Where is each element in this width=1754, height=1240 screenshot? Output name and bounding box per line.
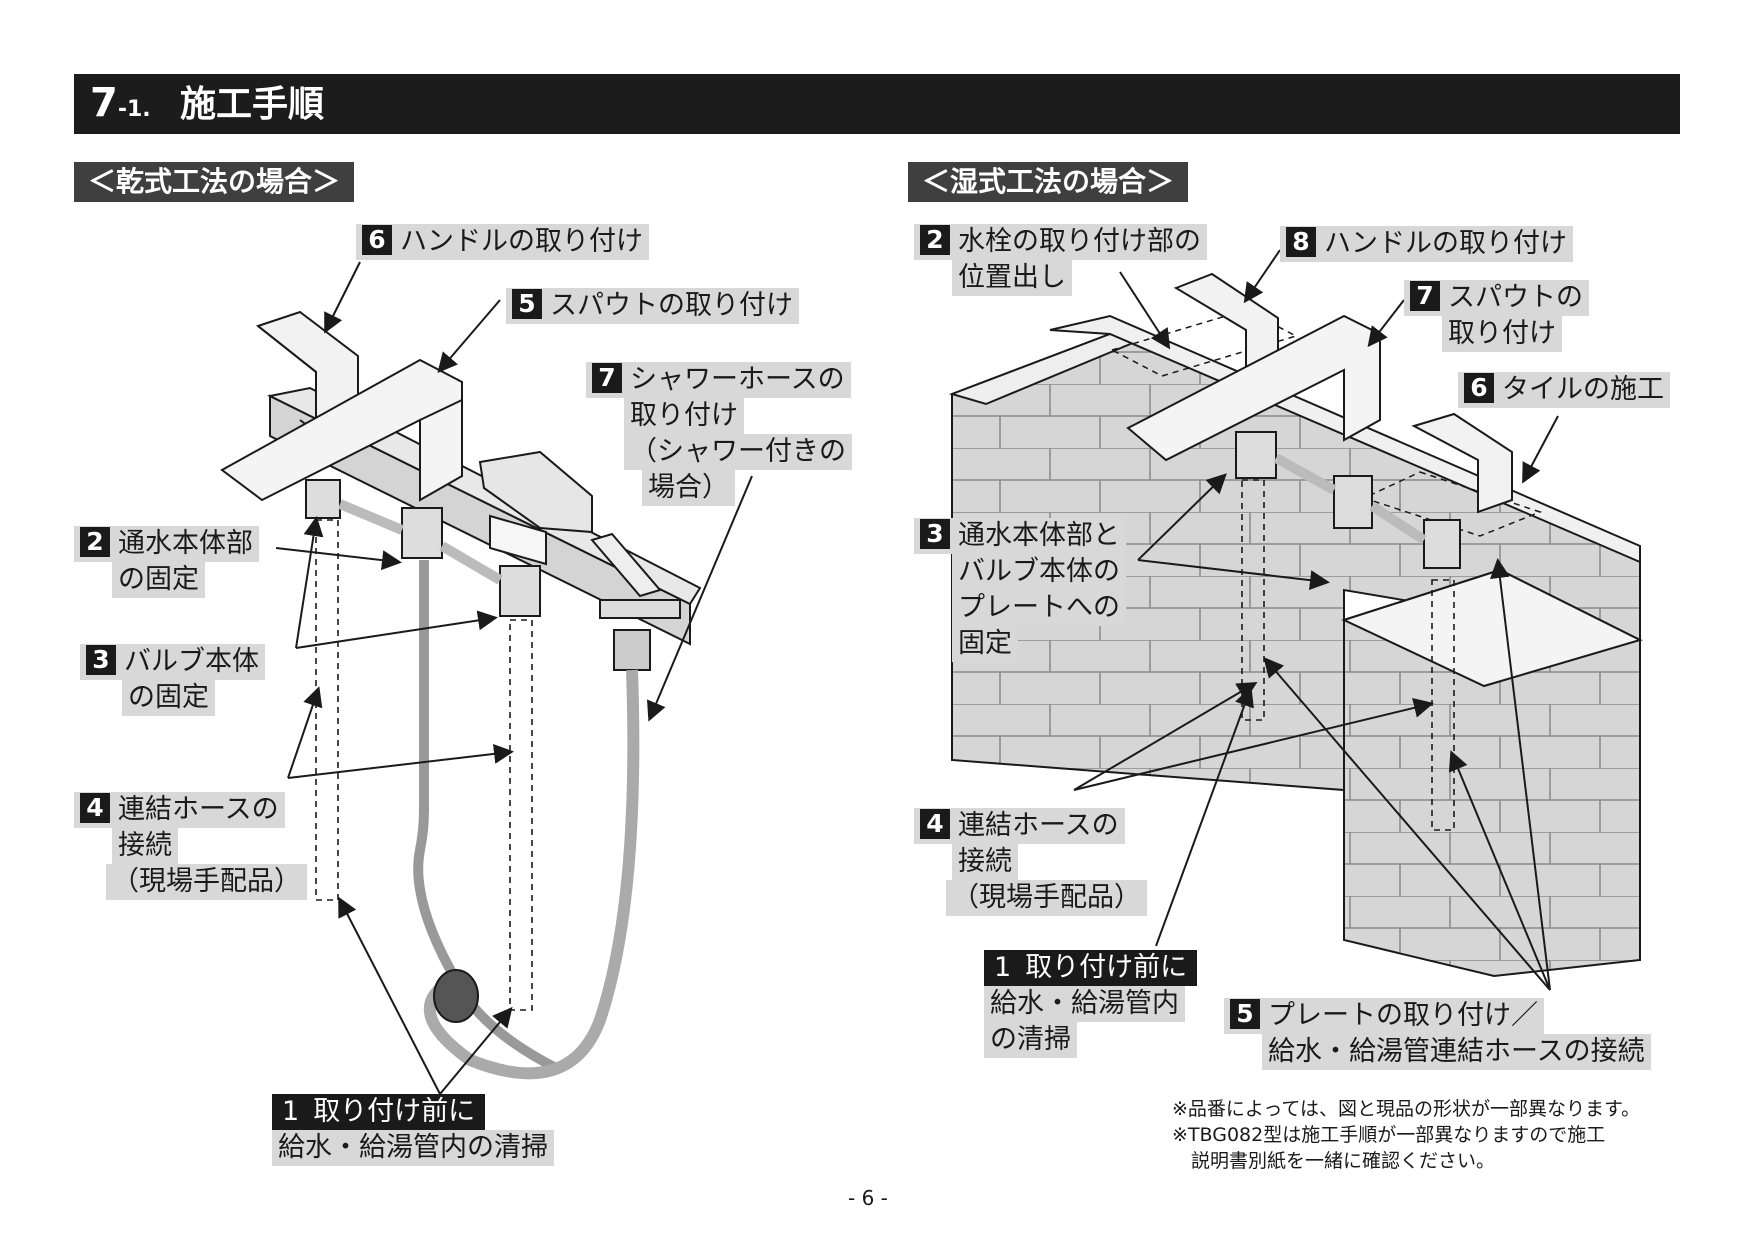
step-number-badge: 4 (920, 809, 950, 839)
step-number-badge: 1 (282, 1096, 300, 1127)
section-number: 7-1. (90, 80, 151, 126)
step-number-badge: 8 (1286, 227, 1316, 257)
footnotes: ※品番によっては、図と現品の形状が一部異なります。 ※TBG082型は施工手順が… (1172, 1096, 1640, 1174)
step-number-badge: 6 (362, 225, 392, 255)
section-title: 施工手順 (180, 84, 325, 125)
dry-method-heading: ＜乾式工法の場合＞ (74, 162, 355, 202)
step-number-badge: 4 (80, 793, 110, 823)
section-header-bar: 7-1. 施工手順 (74, 74, 1680, 134)
footnote-2: ※TBG082型は施工手順が一部異なりますので施工 (1172, 1124, 1606, 1146)
footnote-1: ※品番によっては、図と現品の形状が一部異なります。 (1172, 1098, 1641, 1120)
dry-faucet-drawing (220, 261, 753, 1095)
step-number-badge: 3 (86, 645, 116, 675)
step-number-badge: 6 (1464, 373, 1494, 403)
step-number-badge: 2 (80, 527, 110, 557)
wet-method-heading: ＜湿式工法の場合＞ (908, 162, 1189, 202)
step-number-badge: 7 (1410, 281, 1440, 311)
footnote-3: 説明書別紙を一緒に確認ください。 (1172, 1150, 1496, 1172)
step-number-badge: 2 (920, 225, 950, 255)
step-number-badge: 1 (994, 952, 1012, 983)
step-number-badge: 3 (920, 519, 950, 549)
step-number-badge: 7 (592, 363, 622, 393)
wet-faucet-drawing (948, 249, 1643, 991)
step-number-badge: 5 (1230, 999, 1260, 1029)
page-number: - 6 - (848, 1186, 888, 1210)
step-number-badge: 5 (512, 289, 542, 319)
